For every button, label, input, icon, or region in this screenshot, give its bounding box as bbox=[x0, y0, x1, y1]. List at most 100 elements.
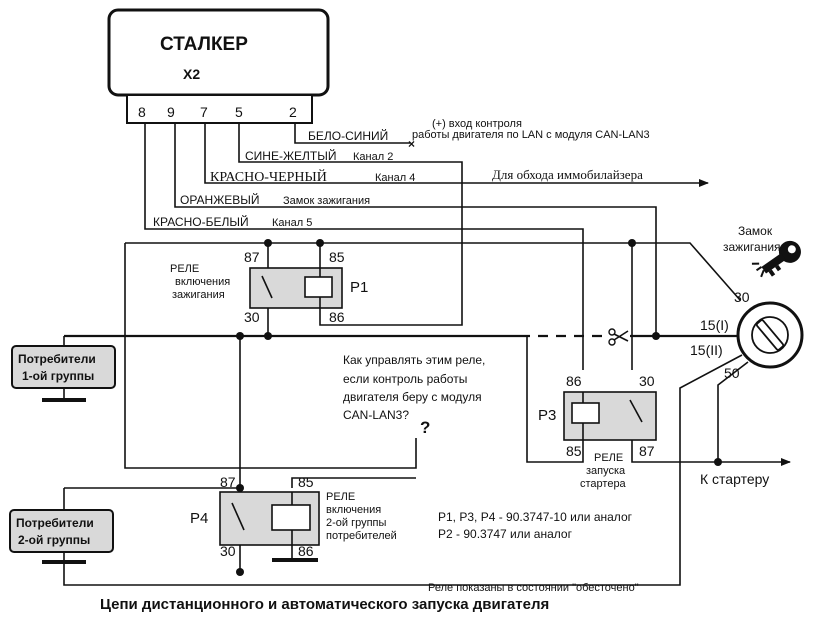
label-blue-yellow: СИНЕ-ЖЕЛТЫЙ bbox=[245, 148, 337, 163]
label-red-white: КРАСНО-БЕЛЫЙ bbox=[153, 214, 249, 229]
terminal-15-2: 15(II) bbox=[690, 342, 723, 358]
relay-p4-name: P4 bbox=[190, 510, 208, 527]
relay-p1-label-1: РЕЛЕ bbox=[170, 263, 199, 275]
relay-p1-contact bbox=[261, 275, 273, 299]
relay-p1-name: P1 bbox=[350, 279, 368, 296]
relay-p1-pin87: 87 bbox=[244, 249, 260, 265]
cut-mark-x: × bbox=[408, 137, 415, 151]
relay-p3: P3 86 30 85 87 РЕЛЕ запуска стартера bbox=[538, 373, 657, 490]
spec-line-1: P1, P3, P4 - 90.3747-10 или аналог bbox=[438, 510, 633, 524]
spec-line-2: P2 - 90.3747 или аналог bbox=[438, 527, 573, 541]
wire-red-black bbox=[204, 123, 709, 187]
relay-p1-pin85: 85 bbox=[329, 249, 345, 265]
consumers-1-line2: 1-ой группы bbox=[22, 369, 94, 383]
question-mark: ? bbox=[420, 418, 430, 437]
relay-p4-label-3: 2-ой группы bbox=[326, 517, 387, 529]
pin-9: 9 bbox=[167, 104, 175, 120]
relay-p4-pin85: 85 bbox=[298, 474, 314, 490]
relay-p1-pin86: 86 bbox=[329, 309, 345, 325]
line-50 bbox=[717, 361, 749, 462]
connector-name: X2 bbox=[183, 66, 200, 82]
label-red-black: КРАСНО-ЧЕРНЫЙ bbox=[210, 168, 327, 185]
relay-p4-pin87: 87 bbox=[220, 474, 236, 490]
ignition-title-2: зажигания bbox=[723, 240, 781, 254]
junction-dot bbox=[236, 332, 244, 340]
relay-p3-pin87: 87 bbox=[639, 443, 655, 459]
wire-orange bbox=[174, 123, 657, 336]
relay-p3-label-1: РЕЛЕ bbox=[594, 452, 623, 464]
relay-p3-coil bbox=[571, 402, 600, 424]
relay-p3-contact bbox=[629, 399, 643, 423]
label-channel-5: Канал 5 bbox=[272, 217, 312, 229]
consumers-2-line2: 2-ой группы bbox=[18, 533, 90, 547]
consumers-1-line1: Потребители bbox=[18, 352, 96, 366]
connector-x2 bbox=[126, 94, 313, 124]
junction-dot bbox=[628, 239, 636, 247]
unit-name: СТАЛКЕР bbox=[160, 34, 248, 55]
consumers-2-box bbox=[9, 509, 114, 553]
wire-labels: БЕЛО-СИНИЙ (+) вход контроля работы двиг… bbox=[153, 118, 650, 229]
relay-p4-contact bbox=[231, 502, 245, 531]
relay-p1-coil bbox=[304, 276, 333, 298]
consumers-group-2: Потребители 2-ой группы bbox=[9, 509, 114, 564]
connector-wires: × bbox=[144, 123, 709, 370]
terminal-50: 50 bbox=[724, 365, 740, 381]
wire-white-blue bbox=[294, 123, 410, 144]
junction-dots bbox=[236, 239, 722, 576]
relay-p3-label-3: стартера bbox=[580, 478, 627, 490]
junction-dot bbox=[236, 484, 244, 492]
relay-p4-label-1: РЕЛЕ bbox=[326, 491, 355, 503]
relay-p4-label-2: включения bbox=[326, 504, 381, 516]
pin-2: 2 bbox=[289, 104, 297, 120]
note-input-line1: (+) вход контроля bbox=[432, 118, 522, 130]
label-white-blue: БЕЛО-СИНИЙ bbox=[308, 128, 388, 143]
junction-dot bbox=[236, 568, 244, 576]
label-channel-2: Канал 2 bbox=[353, 151, 393, 163]
diagram-caption: Цепи дистанционного и автоматического за… bbox=[100, 596, 549, 613]
relay-p4-label-4: потребителей bbox=[326, 530, 397, 542]
terminal-30: 30 bbox=[734, 289, 750, 305]
relay-p1-label-3: зажигания bbox=[172, 289, 225, 301]
label-channel-4: Канал 4 bbox=[375, 172, 415, 184]
relay-p3-pin85: 85 bbox=[566, 443, 582, 459]
bus-terminal-30 bbox=[125, 242, 741, 301]
relay-p1-pin30: 30 bbox=[244, 309, 260, 325]
relay-p4-pin30: 30 bbox=[220, 543, 236, 559]
scissors-icon bbox=[608, 328, 629, 346]
relay-p1-label-2: включения bbox=[175, 276, 230, 288]
key-icon bbox=[751, 240, 801, 278]
junction-dot bbox=[316, 239, 324, 247]
question-note: Как управлять этим реле, если контроль р… bbox=[343, 353, 485, 437]
label-orange: ОРАНЖЕВЫЙ bbox=[180, 192, 260, 207]
relay-p4-coil bbox=[271, 504, 311, 531]
wire-p3-87 bbox=[631, 440, 791, 466]
question-line4: CAN-LAN3? bbox=[343, 408, 409, 422]
power-wiring bbox=[63, 242, 791, 586]
junction-dot bbox=[264, 332, 272, 340]
terminal-15-1: 15(I) bbox=[700, 317, 729, 333]
question-line3: двигателя беру с модуля bbox=[343, 390, 482, 404]
pin-8: 8 bbox=[138, 104, 146, 120]
consumers-group-1: Потребители 1-ой группы bbox=[11, 345, 116, 402]
wire-p3-85 bbox=[526, 336, 584, 463]
label-immobilizer: Для обхода иммобилайзера bbox=[492, 167, 643, 182]
bus-left-down bbox=[124, 243, 417, 469]
line-15-2 bbox=[63, 354, 743, 586]
question-line1: Как управлять этим реле, bbox=[343, 353, 485, 367]
wire-p4-85 bbox=[291, 477, 416, 488]
state-note: Реле показаны в состоянии "обесточено" bbox=[428, 582, 639, 594]
label-ignition-lock: Замок зажигания bbox=[283, 195, 370, 207]
relay-p1: P1 87 85 30 86 РЕЛЕ включения зажигания bbox=[170, 249, 368, 325]
junction-dot bbox=[264, 239, 272, 247]
note-input-line2: работы двигателя по LAN с модуля CAN-LAN… bbox=[412, 129, 650, 141]
junction-dot bbox=[652, 332, 660, 340]
consumers-2-line1: Потребители bbox=[16, 516, 94, 530]
stalker-unit: СТАЛКЕР X2 8 9 7 5 2 bbox=[107, 8, 330, 124]
relay-p4-pin86: 86 bbox=[298, 543, 314, 559]
ignition-lock: Замок зажигания 30 15(I) 15(II) 50 К ста… bbox=[690, 224, 804, 487]
ignition-title-1: Замок bbox=[738, 224, 773, 238]
pin-5: 5 bbox=[235, 104, 243, 120]
relay-p3-label-2: запуска bbox=[586, 465, 626, 477]
junction-dot bbox=[714, 458, 722, 466]
